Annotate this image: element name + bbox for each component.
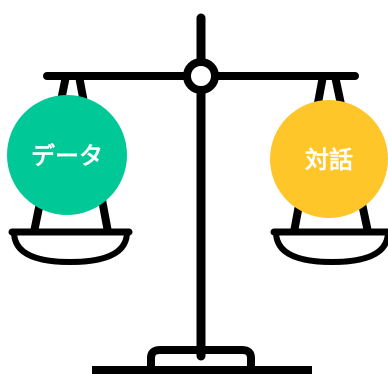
dialogue-weight-label: 対話 bbox=[305, 146, 353, 174]
left-pan bbox=[11, 229, 130, 265]
scale-base-stand bbox=[147, 346, 255, 368]
scale-pivot bbox=[183, 58, 219, 94]
right-pan bbox=[273, 229, 388, 265]
data-weight-circle bbox=[7, 95, 127, 215]
dialogue-weight-circle bbox=[270, 100, 388, 218]
data-weight-label: データ bbox=[31, 142, 103, 170]
